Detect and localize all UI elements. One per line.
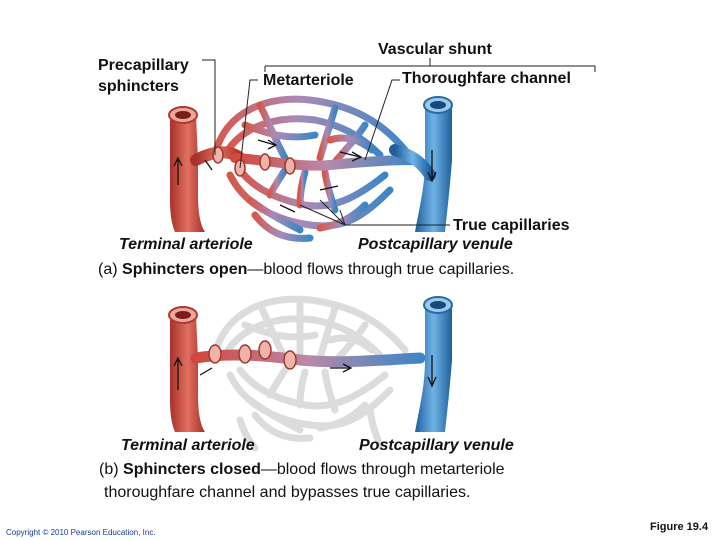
copyright-text: Copyright © 2010 Pearson Education, Inc. [6, 528, 156, 537]
true-capillaries-network-b [211, 295, 409, 452]
precapillary-sphincters-a [212, 146, 296, 177]
label-precapillary-line2: sphincters [98, 78, 179, 95]
label-postcapillary-venule-b: Postcapillary venule [359, 437, 514, 454]
postcapillary-venule-a [389, 96, 453, 232]
caption-b-rest: —blood flows through metarteriole [260, 461, 505, 478]
panel-a-diagram [168, 58, 596, 242]
caption-a-bold: Sphincters open [122, 261, 248, 278]
label-terminal-arteriole-b: Terminal arteriole [121, 437, 255, 454]
caption-b-prefix: (b) [99, 461, 119, 478]
caption-a-prefix: (a) [98, 261, 118, 278]
label-true-capillaries: True capillaries [453, 217, 570, 234]
caption-a: (a) Sphincters open—blood flows through … [98, 260, 514, 280]
leader-lines-a [202, 58, 596, 226]
terminal-arteriole-b [168, 306, 205, 432]
caption-b-bold: Sphincters closed [123, 461, 261, 478]
label-metarteriole: Metarteriole [263, 72, 354, 89]
label-thoroughfare-channel: Thoroughfare channel [402, 70, 571, 87]
panel-b-diagram [168, 295, 453, 452]
label-precapillary-line1: Precapillary [98, 57, 189, 74]
postcapillary-venule-b [415, 296, 453, 432]
figure-number: Figure 19.4 [650, 521, 709, 533]
caption-a-rest: —blood flows through true capillaries. [247, 261, 515, 278]
caption-b-line2: thoroughfare channel and bypasses true c… [104, 484, 471, 501]
label-vascular-shunt: Vascular shunt [378, 41, 492, 58]
label-terminal-arteriole-a: Terminal arteriole [119, 236, 253, 253]
caption-b: (b) Sphincters closed—blood flows throug… [99, 460, 505, 480]
flow-arrows-b [173, 355, 437, 390]
true-capillaries-network-a [211, 95, 409, 242]
flow-arrows-a [173, 139, 437, 213]
metarteriole-thoroughfare-b [190, 349, 426, 368]
precapillary-sphincters-b [208, 340, 297, 370]
label-postcapillary-venule-a: Postcapillary venule [358, 236, 513, 253]
